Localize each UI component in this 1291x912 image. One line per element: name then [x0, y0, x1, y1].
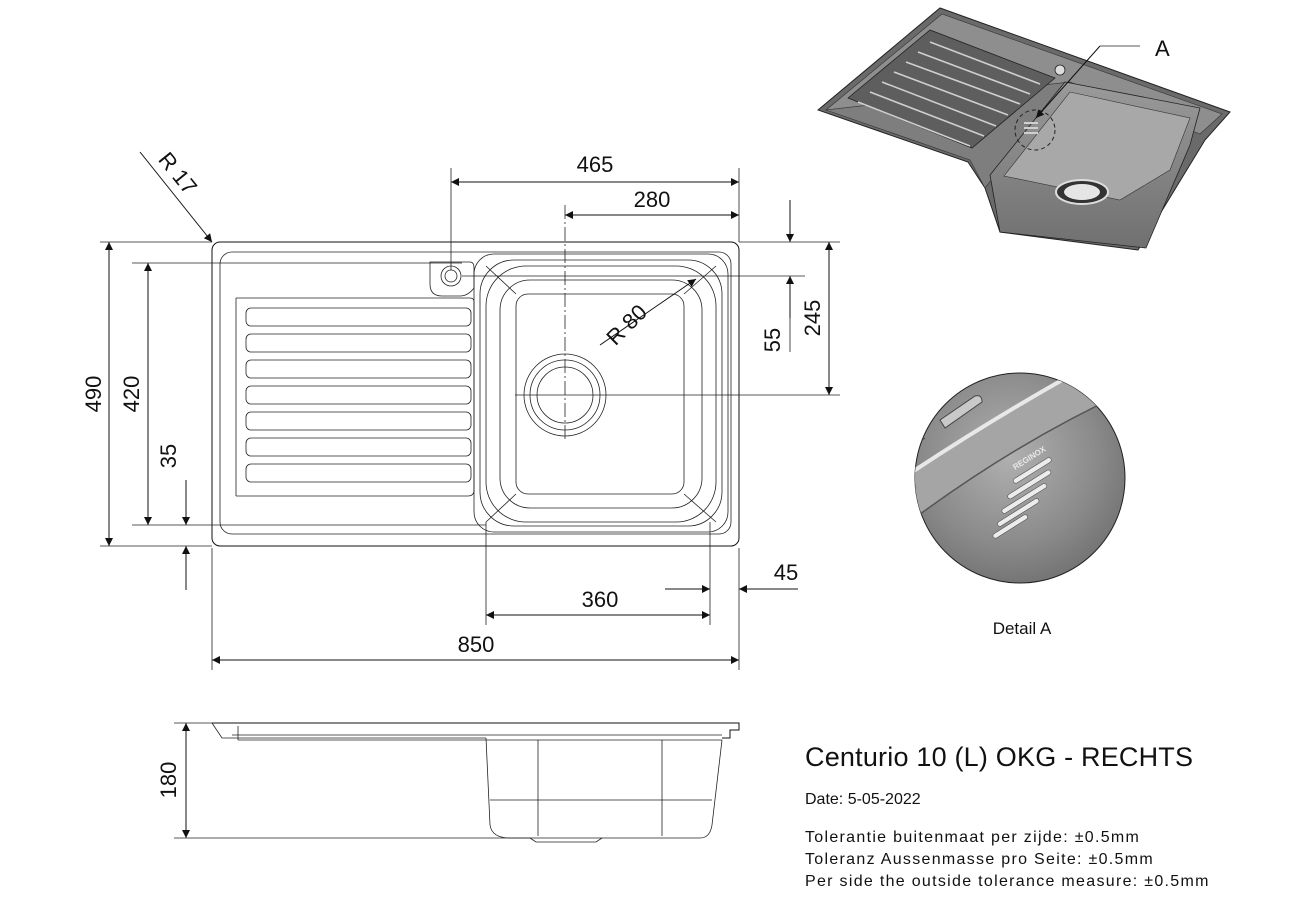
tolerance-line-nl: Tolerantie buitenmaat per zijde: ±0.5mm — [805, 829, 1141, 846]
dim-280: 280 — [634, 187, 671, 212]
detail-label: Detail A — [993, 619, 1052, 638]
tap-hole — [429, 261, 475, 297]
dim-35: 35 — [156, 444, 181, 468]
dim-r17: R 17 — [153, 147, 202, 199]
drawing-title: Centurio 10 (L) OKG - RECHTS — [805, 742, 1194, 772]
dim-420: 420 — [119, 376, 144, 413]
dim-490: 490 — [81, 376, 106, 413]
bowl — [473, 253, 729, 533]
dim-45: 45 — [774, 560, 798, 585]
drawing-date: Date: 5-05-2022 — [805, 791, 921, 808]
dim-245: 245 — [800, 300, 825, 337]
side-view: 180 — [156, 722, 740, 843]
isometric-view: A — [817, 7, 1231, 251]
tolerance-line-de: Toleranz Aussenmasse pro Seite: ±0.5mm — [805, 851, 1154, 868]
dimensions: 465 280 490 420 35 R 17 R 80 55 245 45 3 — [81, 147, 840, 670]
dim-360: 360 — [582, 587, 619, 612]
drainboard-ribs — [245, 307, 472, 483]
tolerance-notes: Tolerantie buitenmaat per zijde: ±0.5mm … — [805, 827, 1210, 893]
dim-850: 850 — [458, 632, 495, 657]
detail-a-view: REGINOX Detail A — [914, 372, 1126, 638]
callout-label-a: A — [1155, 36, 1170, 61]
title-block: Centurio 10 (L) OKG - RECHTS Date: 5-05-… — [805, 742, 1210, 893]
dim-55: 55 — [760, 328, 785, 352]
dim-180: 180 — [156, 762, 181, 799]
tolerance-line-en: Per side the outside tolerance measure: … — [805, 873, 1210, 890]
dim-465: 465 — [577, 152, 614, 177]
dim-r80: R 80 — [601, 299, 652, 350]
plan-view — [211, 205, 840, 547]
